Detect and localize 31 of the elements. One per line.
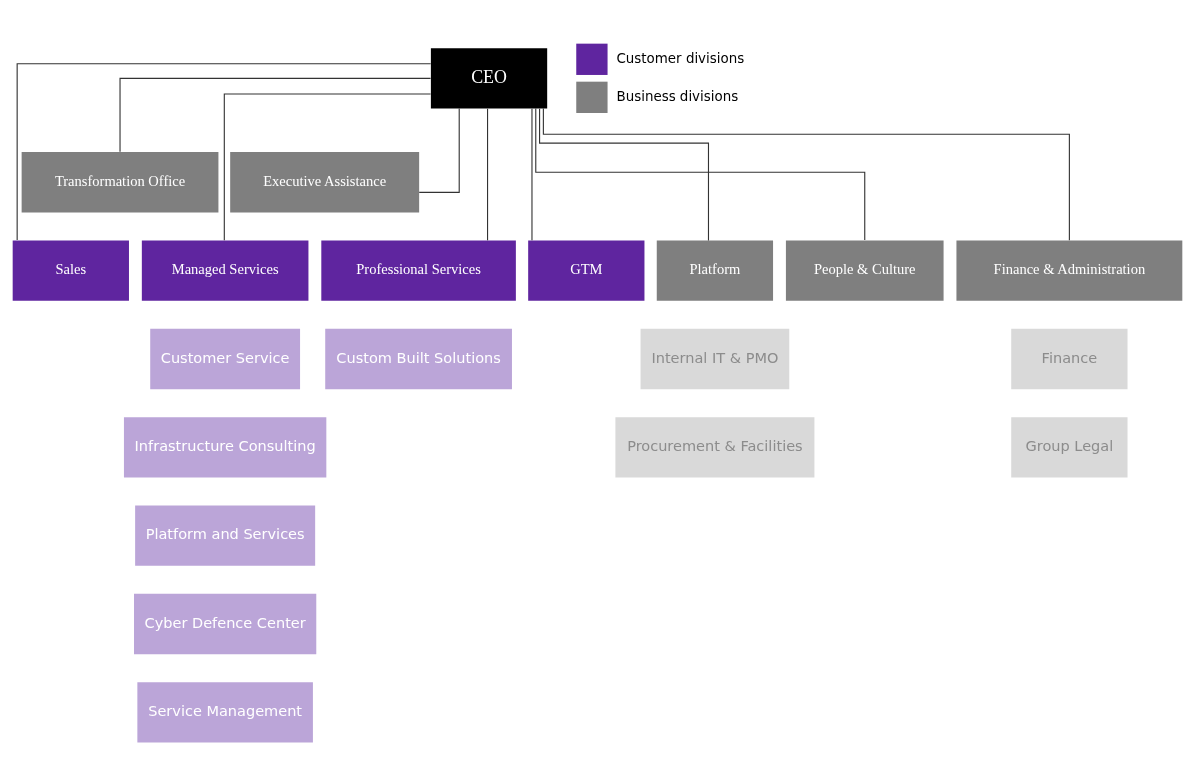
node-box: Procurement & Facilities <box>615 416 815 477</box>
node-box: Professional Services <box>321 239 516 301</box>
node-box: Finance <box>1011 328 1128 389</box>
connector <box>223 92 432 241</box>
node-box: Infrastructure Consulting <box>123 416 327 477</box>
node-box: Transformation Office <box>21 151 219 212</box>
node-box: Sales <box>12 239 129 301</box>
node-box: Platform and Services <box>135 504 316 566</box>
connector <box>487 107 489 241</box>
connector <box>542 107 1070 241</box>
connector <box>16 62 432 241</box>
node-box: Internal IT & PMO <box>640 328 790 389</box>
node-box: Managed Services <box>141 239 309 301</box>
node-box: People & Culture <box>785 239 944 301</box>
node-box: Group Legal <box>1011 416 1128 477</box>
node-box: Service Management <box>137 681 313 743</box>
node-box: Custom Built Solutions <box>325 328 512 389</box>
node-box: CEO <box>430 47 548 108</box>
connector <box>535 107 866 241</box>
connector <box>119 77 432 152</box>
node-box: Cyber Defence Center <box>134 593 317 654</box>
node-box: Executive Assistance <box>230 151 420 212</box>
node-box: Platform <box>656 239 774 301</box>
node-box: Finance & Administration <box>956 239 1183 301</box>
node-box: Customer Service <box>150 328 301 389</box>
connector <box>418 107 460 193</box>
connector <box>531 107 533 241</box>
node-box: GTM <box>528 239 645 301</box>
connector <box>539 107 710 241</box>
legend-label: Business divisions <box>616 88 739 104</box>
legend-label: Customer divisions <box>616 50 745 66</box>
